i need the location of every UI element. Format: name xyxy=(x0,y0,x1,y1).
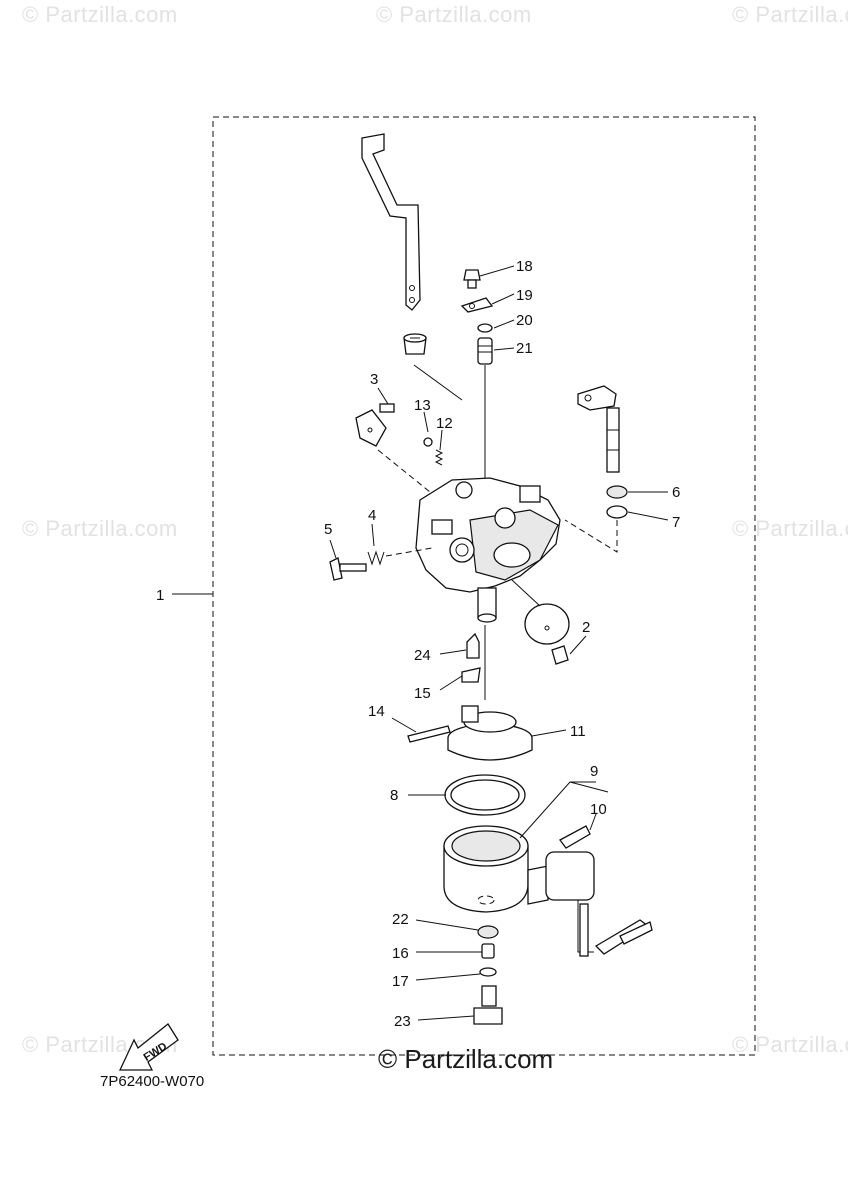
callout-10: 10 xyxy=(590,801,607,818)
watermark-top-left: © Partzilla.com xyxy=(22,2,178,27)
o-ring-17 xyxy=(479,967,497,977)
callout-6: 6 xyxy=(672,484,680,501)
pilot-screw-21 xyxy=(477,337,493,365)
callout-1: 1 xyxy=(156,587,164,604)
screw-2 xyxy=(551,645,569,665)
callout-15: 15 xyxy=(414,685,431,702)
float-pin-14 xyxy=(407,725,451,743)
screw-3 xyxy=(379,403,395,413)
callout-18: 18 xyxy=(516,258,533,275)
screw-18 xyxy=(463,269,481,289)
fwd-arrow-icon: FWD xyxy=(118,1023,179,1071)
assembly-boundary xyxy=(212,116,756,1056)
watermark-mid-left: © Partzilla.com xyxy=(22,516,178,541)
callout-21: 21 xyxy=(516,340,533,357)
drain-bolt-23 xyxy=(473,985,503,1025)
callout-13: 13 xyxy=(414,397,431,414)
callout-9: 9 xyxy=(590,763,598,780)
idle-cap xyxy=(403,333,427,355)
callout-5: 5 xyxy=(324,521,332,538)
watermark-mid-right: © Partzilla.com xyxy=(732,516,848,541)
callout-4: 4 xyxy=(368,507,376,524)
o-ring-20 xyxy=(477,323,493,333)
choke-rod xyxy=(361,133,421,311)
throttle-shaft xyxy=(577,385,620,473)
partzilla-watermark: © Partzilla.com xyxy=(378,1044,554,1074)
float-needle-24 xyxy=(466,632,480,659)
fuel-cut-solenoid xyxy=(527,851,653,957)
callout-7: 7 xyxy=(672,514,680,531)
callout-20: 20 xyxy=(516,312,533,329)
callout-12: 12 xyxy=(436,415,453,432)
callout-24: 24 xyxy=(414,647,431,664)
callout-23: 23 xyxy=(394,1013,411,1030)
carburetor-body xyxy=(415,477,561,623)
float-11 xyxy=(447,705,533,761)
float-bowl-9 xyxy=(443,825,529,913)
ball-13 xyxy=(423,437,433,447)
callout-2: 2 xyxy=(582,619,590,636)
callout-3: 3 xyxy=(370,371,378,388)
spring-4 xyxy=(367,550,385,566)
callout-11: 11 xyxy=(570,723,586,740)
callout-16: 16 xyxy=(392,945,409,962)
callout-22: 22 xyxy=(392,911,409,928)
jet-16 xyxy=(481,943,495,959)
callout-19: 19 xyxy=(516,287,533,304)
plate-19 xyxy=(460,297,494,313)
screw-5 xyxy=(329,557,367,581)
watermark-top-right: © Partzilla.com xyxy=(732,2,848,27)
throttle-valve-plate xyxy=(524,603,570,645)
callout-17: 17 xyxy=(392,973,409,990)
watermark-top-center: © Partzilla.com xyxy=(376,2,532,27)
screw-10 xyxy=(559,825,591,849)
spring-12 xyxy=(434,449,444,466)
washer-6 xyxy=(606,485,628,499)
callout-14: 14 xyxy=(368,703,385,720)
watermark-bottom-right: © Partzilla.com xyxy=(732,1032,848,1057)
clip-15 xyxy=(461,667,481,683)
callout-lines xyxy=(172,265,669,1021)
washer-22 xyxy=(477,925,499,939)
seal-7 xyxy=(606,505,628,519)
callout-8: 8 xyxy=(390,787,398,804)
diagram-code: 7P62400-W070 xyxy=(100,1073,205,1090)
choke-valve-plate xyxy=(355,409,387,447)
float-bowl-gasket-8 xyxy=(444,774,526,816)
